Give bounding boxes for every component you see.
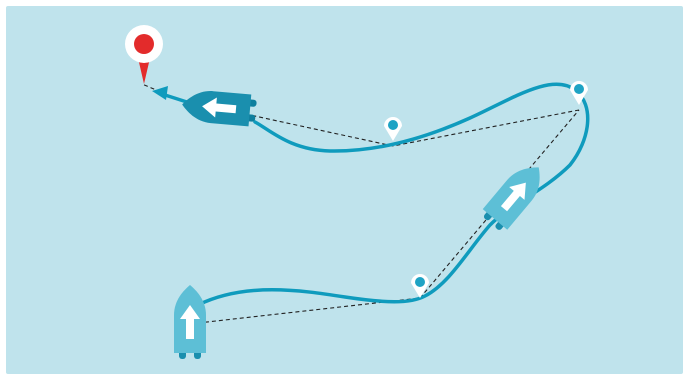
water-area: [6, 6, 683, 374]
